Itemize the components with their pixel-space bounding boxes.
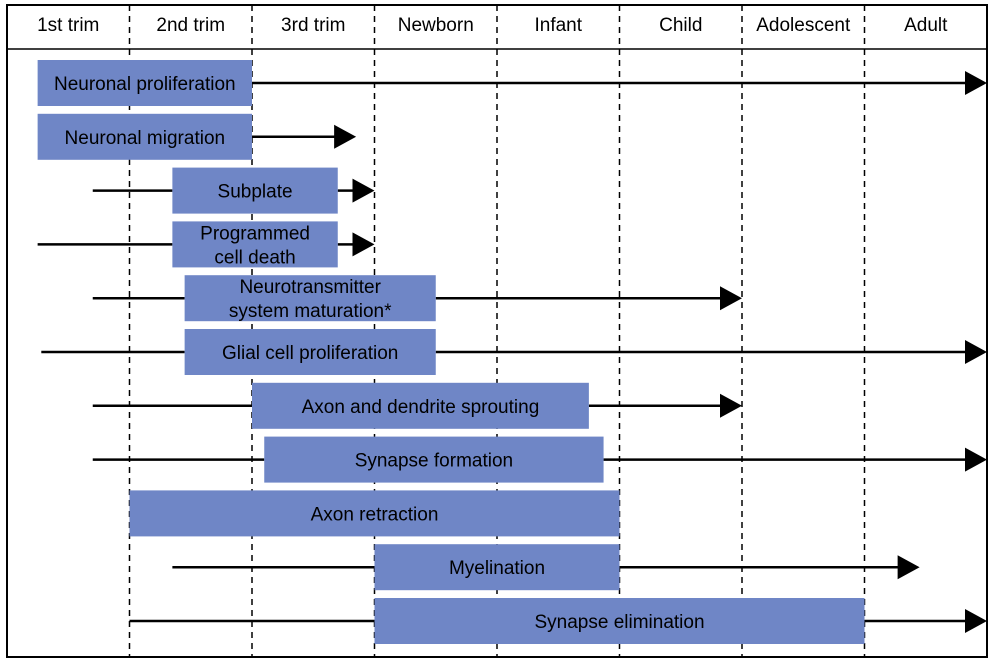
process-row: Synapse elimination (129, 598, 987, 644)
period-headers: 1st trim 2nd trim 3rd trim Newborn Infant Chi… (37, 15, 948, 36)
period-header: Infant (534, 15, 582, 36)
process-row: Programmed cell death (37, 221, 375, 268)
process-box (37, 113, 252, 160)
process-label: cell death (214, 247, 295, 268)
period-header: 2nd trim (156, 15, 225, 36)
process-row: Synapse formation (92, 436, 987, 483)
arrowhead (352, 178, 375, 203)
arrowhead (965, 447, 987, 472)
arrowhead (720, 286, 742, 311)
process-box (37, 60, 252, 106)
period-header: Adult (904, 15, 948, 36)
process-row: Neuronal migration (37, 113, 357, 160)
process-row: Glial cell proliferation (41, 329, 987, 375)
process-label: Neuronal proliferation (54, 74, 236, 95)
period-header: Child (659, 15, 702, 36)
arrowhead (334, 124, 357, 149)
process-label: Synapse formation (355, 451, 513, 472)
process-box (172, 221, 338, 268)
process-box (184, 275, 436, 322)
period-header: 3rd trim (281, 15, 345, 36)
process-box (184, 329, 436, 375)
process-box (374, 544, 620, 591)
arrowhead (965, 71, 987, 95)
process-box (252, 382, 589, 429)
arrowhead (720, 393, 742, 418)
process-label: Axon retraction (311, 504, 439, 525)
process-label: Neurotransmitter (239, 277, 381, 298)
process-label: Axon and dendrite sprouting (302, 397, 540, 418)
process-row: Axon and dendrite sprouting (92, 382, 742, 429)
process-label: Programmed (200, 223, 310, 244)
period-header: 1st trim (37, 15, 99, 36)
period-header: Newborn (398, 15, 474, 36)
process-box (264, 436, 604, 483)
arrowhead (897, 555, 920, 580)
process-row: Myelination (172, 544, 920, 591)
arrowhead (965, 340, 987, 364)
period-header: Adolescent (756, 15, 851, 36)
process-row: Axon retraction (129, 490, 620, 537)
process-box (172, 167, 338, 214)
process-label: Myelination (449, 558, 545, 579)
process-label: Subplate (218, 182, 293, 203)
process-label: Synapse elimination (534, 612, 704, 633)
arrowhead (352, 232, 375, 257)
process-row: Neurotransmitter system maturation* (92, 275, 742, 322)
process-label: Glial cell proliferation (222, 343, 398, 364)
process-label: Neuronal migration (65, 128, 226, 149)
process-box (129, 490, 620, 537)
process-box (374, 598, 865, 644)
arrowhead (965, 609, 987, 633)
process-label: system maturation* (229, 301, 392, 322)
process-row: Subplate (92, 167, 375, 214)
process-row: Neuronal proliferation (37, 60, 987, 106)
